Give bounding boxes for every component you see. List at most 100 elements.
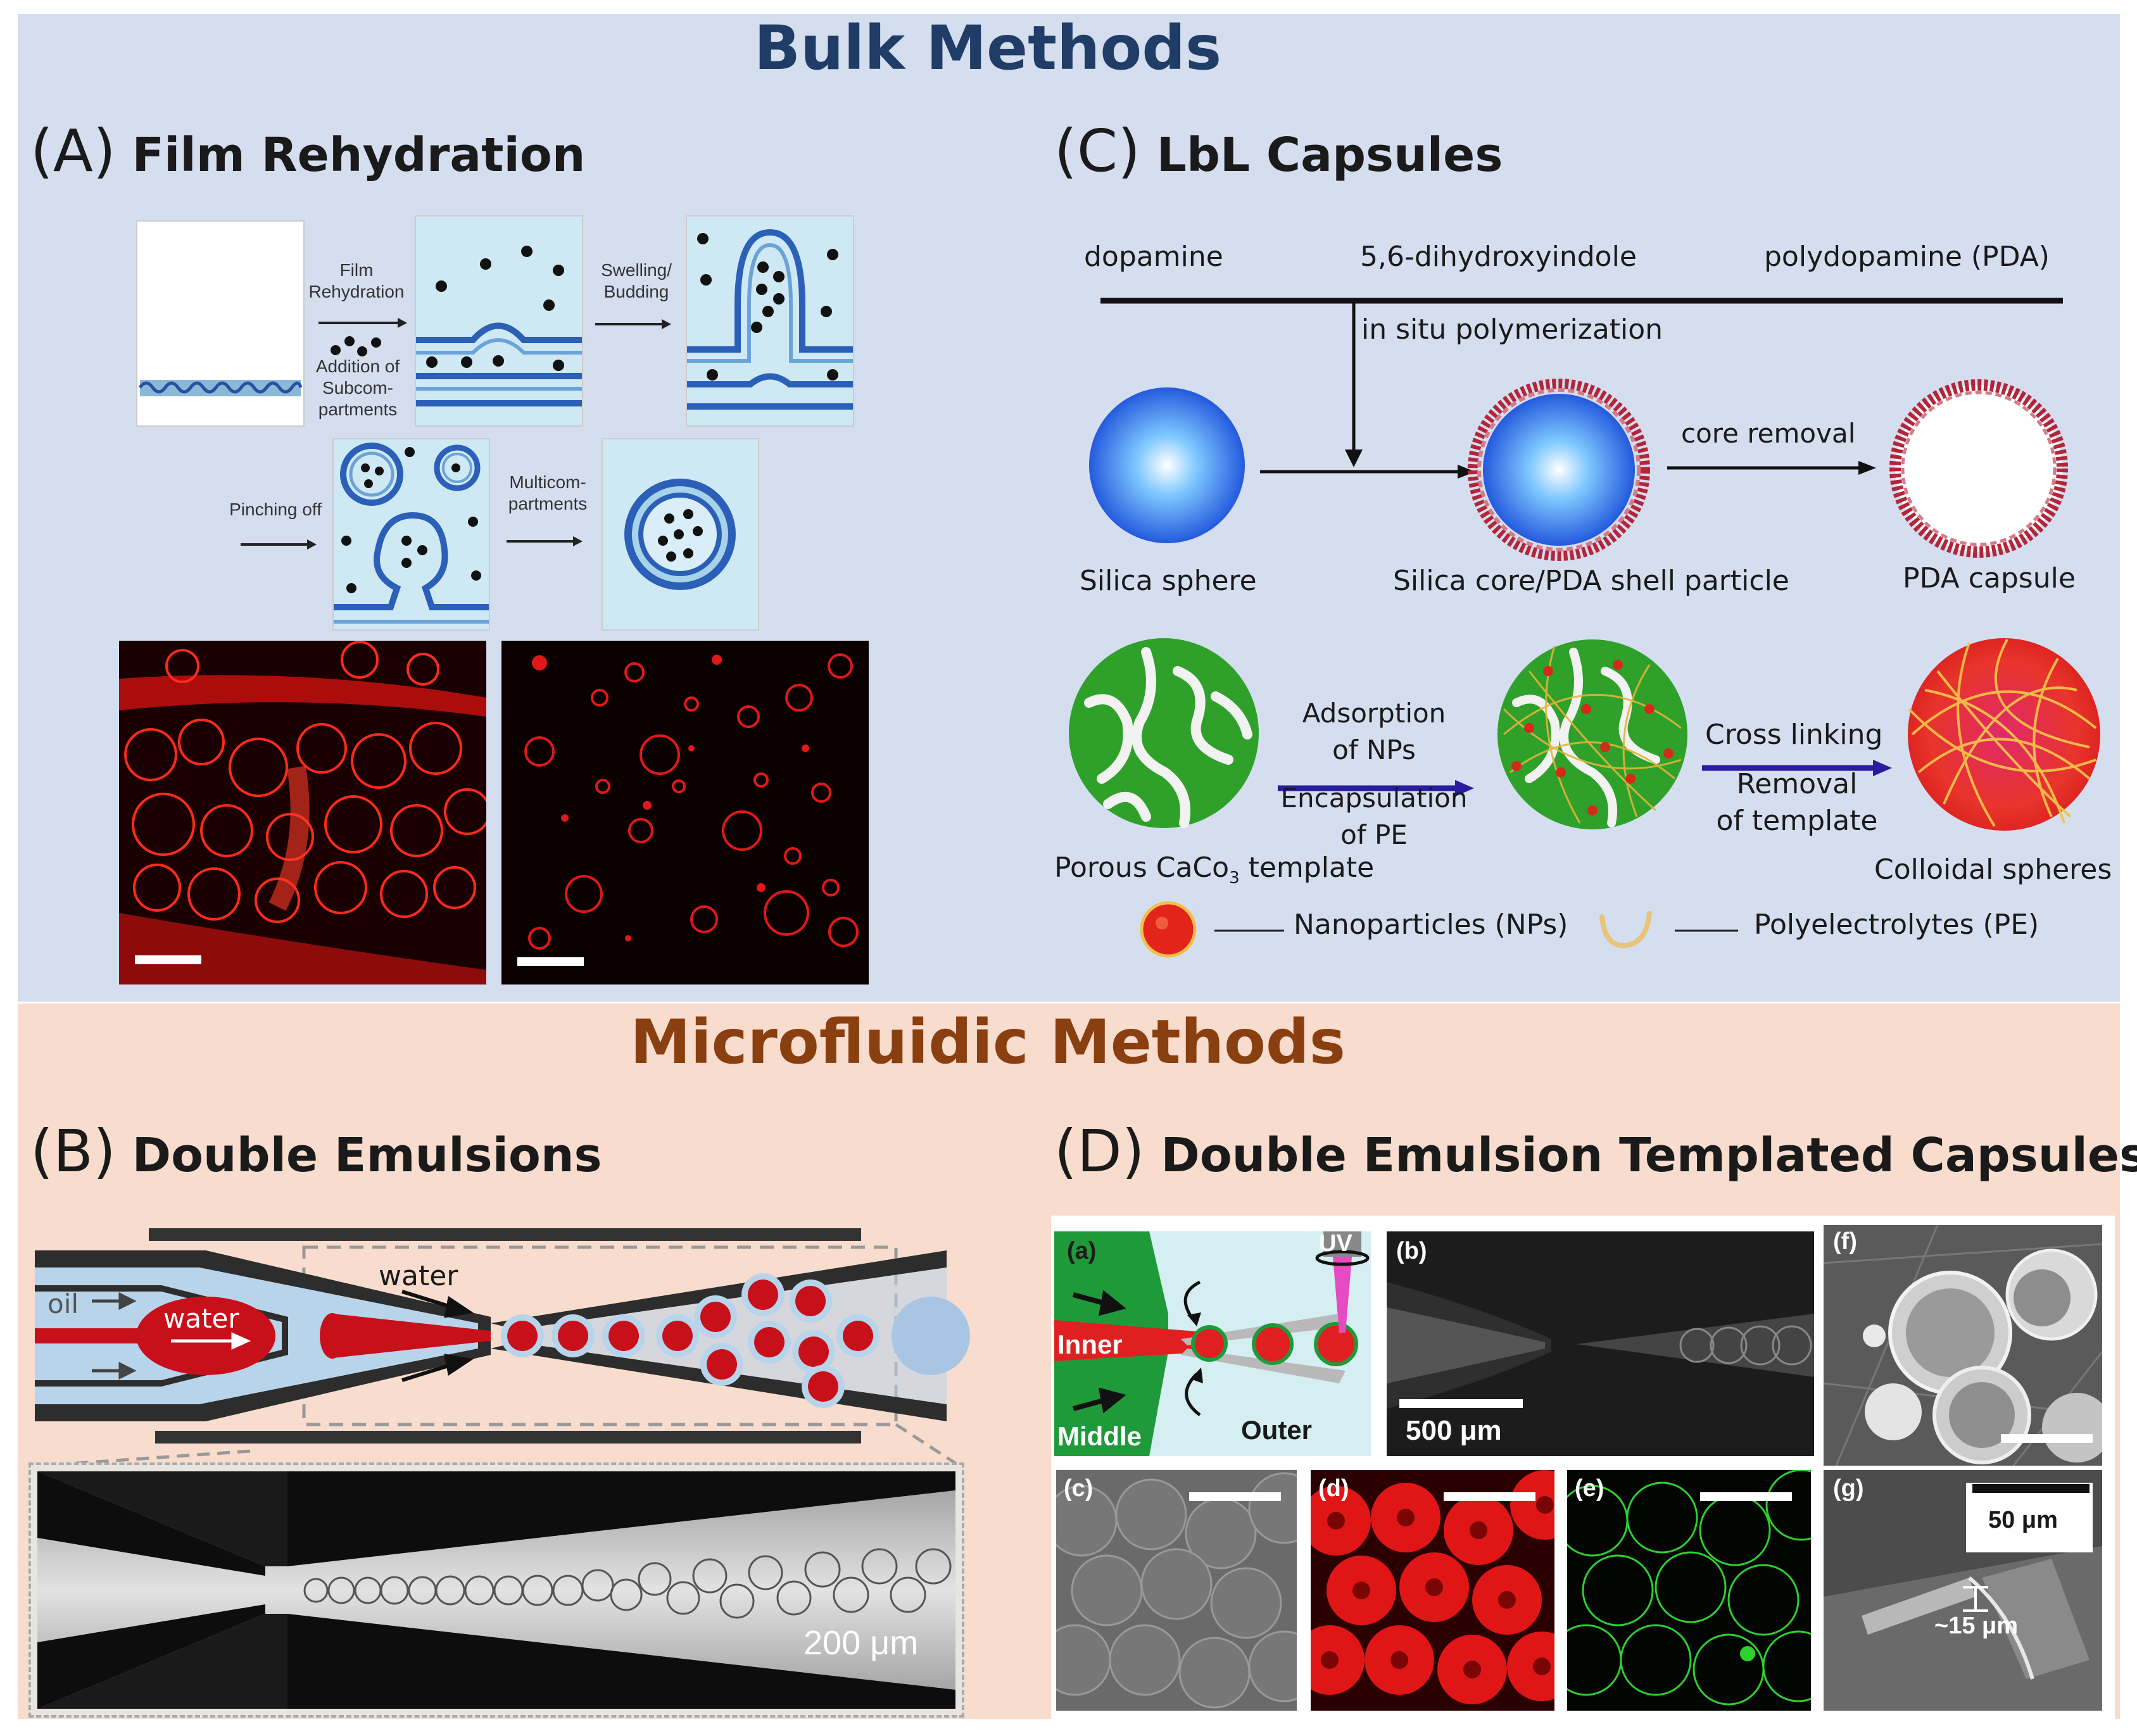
panel-c-title: (C) LbL Capsules [1054,117,1503,185]
nanoparticles-legend-label: Nanoparticles (NPs) [1294,909,1568,941]
device-micrograph-illustration [1387,1231,1814,1456]
sem-capsules-illustration [1824,1225,2102,1466]
middle-label: Middle [1057,1421,1142,1451]
inner-label: Inner [1057,1330,1123,1359]
uv-label: UV [1319,1231,1352,1257]
panel-d-title: (D) Double Emulsion Templated Capsules [1054,1117,2137,1185]
sub-e-label: (e) [1575,1475,1604,1502]
subcompartment-dots-icon [331,336,381,356]
sub-g-label: (g) [1833,1475,1864,1502]
removal-label: Removal of template [1716,768,1878,837]
pda-label: polydopamine (PDA) [1764,241,2050,273]
thickness-label: ~15 μm [1934,1613,2019,1639]
polyelectrolytes-legend-label: Polyelectrolytes (PE) [1754,909,2039,941]
double-emulsion-micrograph-frame: 200 μm [28,1462,964,1718]
arrow-icon [1278,780,1474,796]
np-coated-template-icon [1497,639,1687,829]
pinching-box [332,438,490,631]
in-situ-label: in situ polymerization [1361,313,1663,346]
panel-c-letter: (C) [1054,117,1141,185]
silica-core-pda-shell-icon [1468,379,1650,561]
porous-template-subscript: 3 [1229,868,1240,888]
pda-capsule-icon [1889,379,2068,558]
core-removal-label: core removal [1681,418,1856,449]
sub-f-label: (f) [1833,1228,1857,1255]
silica-core-label: Silica core/PDA shell particle [1393,565,1789,597]
device-micrograph-b: (b) 500 μm [1387,1231,1814,1456]
arrow-icon [241,539,317,550]
porous-template-text: Porous CaCo [1054,852,1230,884]
arrow-icon [318,318,407,328]
panel-d-text: Double Emulsion Templated Capsules [1161,1128,2137,1183]
panel-a-letter: (A) [30,117,116,185]
outer-label: Outer [1241,1415,1313,1445]
scale-bar [1700,1492,1792,1501]
microfluidic-methods-title: Microfluidic Methods [630,1007,1346,1078]
sub-a-label: (a) [1067,1238,1097,1264]
scale-bar [1399,1399,1523,1408]
fluorescent-vesicles [501,641,869,984]
water-outer-label: water [379,1260,458,1292]
multicompartment-vesicle-icon [624,479,736,590]
pda-capsule-label: PDA capsule [1903,562,2076,594]
budding-box [415,215,583,427]
uv-device-schematic: (a) UV Inner Middle Outer [1054,1231,1371,1456]
panel-c-text: LbL Capsules [1156,128,1503,182]
lipid-film-box [136,220,305,427]
addition-label: Addition of Subcom- partments [315,356,400,419]
encapsulation-label: Encapsulation of PE [1280,783,1468,850]
budding-vesicle-icon [687,229,853,410]
scale-bar [1444,1492,1535,1501]
panel-b-letter: (B) [30,1117,116,1185]
porous-template-label: Porous CaCo3 template [1054,852,1374,888]
sub-c-label: (c) [1064,1475,1094,1502]
scale-bar [1972,1484,2090,1493]
scale-bar [2001,1434,2093,1443]
multicom-label: Multicom- partments [508,472,588,513]
cross-linking-label: Cross linking [1705,719,1883,751]
oil-label: oil [47,1288,79,1319]
nanoparticle-legend-icon [1140,901,1197,958]
film-rehydration-schematic: Film Rehydration Addition of Subcom- par… [136,215,858,633]
scale-g-label: 50 μm [1988,1507,2058,1533]
porous-template-suffix: template [1239,852,1375,884]
fluorescence-micrograph-d: (d) [1311,1470,1554,1711]
arrow-icon [1667,461,1876,475]
green-shells-illustration [1567,1470,1811,1711]
scale-bar [135,955,201,964]
dopamine-label: dopamine [1084,241,1223,273]
legend-line [1675,929,1738,932]
sub-b-label: (b) [1396,1238,1427,1264]
polymerization-timeline [1100,298,2063,467]
arrow-icon [595,319,671,329]
polyelectrolyte-legend-icon [1599,911,1652,948]
swelling-label: Swelling/ Budding [600,260,672,301]
legend-line [1214,929,1284,932]
bulk-methods-title: Bulk Methods [753,13,1222,84]
uv-device-illustration [1054,1231,1370,1456]
sub-d-label: (d) [1318,1475,1349,1502]
porous-template-icon [1069,638,1259,828]
lipid-film-icon [138,380,303,396]
colloidal-sphere-icon [1908,638,2100,831]
silica-sphere-label: Silica sphere [1080,565,1257,597]
fluorescence-micrograph-e: (e) [1567,1470,1811,1711]
pinching-vesicle-icon [334,443,489,624]
double-emulsion-micrograph [37,1471,955,1709]
brightfield-capsules-illustration [1056,1470,1297,1711]
scale-b-label: 500 μm [1406,1415,1502,1446]
film-rehydration-label: Film Rehydration [308,260,405,301]
panel-d-letter: (D) [1054,1117,1145,1185]
micrograph-scale-label: 200 μm [804,1624,919,1662]
pinching-label: Pinching off [229,500,322,519]
vesicle-suspension-micrograph [501,641,869,984]
gel-assisted-micrograph [119,641,486,984]
panel-b-title: (B) Double Emulsions [30,1117,602,1185]
brightfield-micrograph-c: (c) [1056,1470,1297,1711]
sem-micrograph-f: (f) [1824,1225,2102,1466]
panel-a-title: (A) Film Rehydration [30,117,585,185]
silica-sphere-icon [1089,387,1245,543]
scale-g-box [1966,1483,2093,1552]
arrow-icon [507,536,583,546]
membrane-stack-icon [416,246,582,406]
